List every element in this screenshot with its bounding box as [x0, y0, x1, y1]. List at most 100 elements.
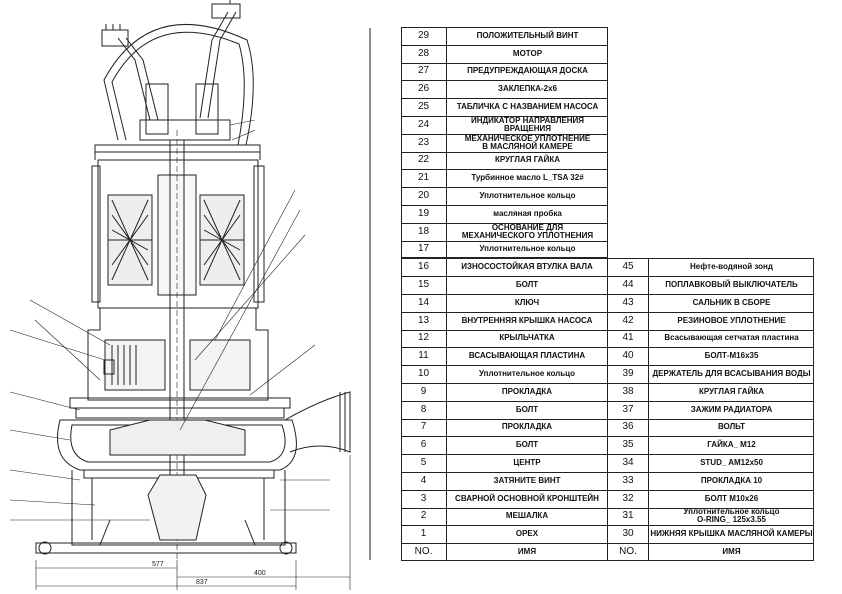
- part-name: БОЛТ-M16x35: [704, 351, 759, 361]
- part-name: ИМЯ: [722, 547, 741, 557]
- part-name: САЛЬНИК В СБОРЕ: [692, 297, 771, 307]
- part-number: 23: [401, 133, 447, 152]
- part-name: масляная пробка: [493, 208, 562, 218]
- part-name: STUD_ AM12x50: [700, 458, 763, 468]
- part-number: 2: [401, 507, 447, 526]
- part-name: КРУГЛАЯ ГАЙКА: [698, 386, 764, 396]
- dim-577: 577: [152, 561, 164, 568]
- table-row: 17 Уплотнительное кольцо: [401, 240, 608, 260]
- part-name: ОСНОВАНИЕ ДЛЯ МЕХАНИЧЕСКОГО УПЛОТНЕНИЯ: [461, 222, 594, 240]
- part-number: 25: [401, 98, 447, 116]
- leader-lines: [9, 119, 330, 521]
- table-row: 27 ПРЕДУПРЕЖДАЮЩАЯ ДОСКА: [401, 62, 608, 82]
- part-number: 21: [401, 169, 447, 188]
- part-name: ТАБЛИЧКА С НАЗВАНИЕМ НАСОСА: [456, 102, 599, 112]
- part-number: 17: [401, 240, 447, 259]
- table-row: 26 ЗАКЛЕПКА-2х6: [401, 80, 608, 100]
- base-bracket: [71, 470, 286, 546]
- part-name: ДЕРЖАТЕЛЬ ДЛЯ ВСАСЫВАНИЯ ВОДЫ: [652, 369, 811, 379]
- dimension-lines: [35, 455, 351, 590]
- part-number: 38: [608, 383, 649, 401]
- part-name: ПОПЛАВКОВЫЙ ВЫКЛЮЧАТЕЛЬ: [665, 280, 798, 290]
- part-name: БОЛТ: [447, 276, 608, 294]
- part-name: Турбинное масло L_TSA 32#: [471, 173, 584, 183]
- part-name: ВСАСЫВАЮЩАЯ ПЛАСТИНА: [447, 347, 608, 366]
- part-number: 40: [608, 347, 649, 366]
- part-name: ЗАКЛЕПКА-2х6: [497, 84, 558, 94]
- part-number: 37: [608, 400, 649, 419]
- part-number: 20: [401, 187, 447, 205]
- part-number: 22: [401, 151, 447, 170]
- motor-housing: [97, 159, 259, 309]
- part-name: ИЗНОСОСТОЙКАЯ ВТУЛКА ВАЛА: [447, 258, 608, 277]
- part-number: 41: [608, 329, 649, 348]
- cable-glands: [101, 0, 241, 121]
- part-name: КРЫЛЬЧАТКА: [447, 329, 608, 348]
- part-number: 19: [401, 205, 447, 223]
- part-name: БОЛТ M10x26: [704, 493, 759, 503]
- part-number: 14: [401, 294, 447, 312]
- part-name: Нефте-водяной зонд: [690, 262, 773, 272]
- part-number: 1: [401, 525, 447, 544]
- part-name: БОЛТ: [447, 436, 608, 455]
- part-number: 8: [401, 400, 447, 419]
- part-name: МОТОР: [512, 48, 543, 58]
- part-name: ВОЛЬТ: [717, 422, 746, 432]
- part-name: Уплотнительное кольцо: [447, 365, 608, 383]
- dim-837: 837: [196, 579, 208, 586]
- part-name: КЛЮЧ: [447, 294, 608, 312]
- part-number: 27: [401, 62, 447, 81]
- oil-chamber: [87, 308, 269, 401]
- part-name: Уплотнительное кольцо: [479, 244, 576, 254]
- part-number: 42: [608, 311, 649, 330]
- part-name: СВАРНОЙ ОСНОВНОЙ КРОНШТЕЙН: [447, 489, 608, 508]
- part-name: РЕЗИНОВОЕ УПЛОТНЕНИЕ: [677, 315, 786, 325]
- part-number: 6: [401, 436, 447, 455]
- part-name: МЕХАНИЧЕСКОЕ УПЛОТНЕНИЕ В МАСЛЯНОЙ КАМЕР…: [464, 133, 591, 151]
- table-row: 25 ТАБЛИЧКА С НАЗВАНИЕМ НАСОСА: [401, 98, 608, 117]
- part-number: 39: [608, 365, 649, 383]
- part-number: 45: [608, 258, 649, 277]
- part-number: 16: [401, 258, 447, 277]
- part-number: 26: [401, 80, 447, 99]
- part-number: 43: [608, 294, 649, 312]
- part-name: ИНДИКАТОР НАПРАВЛЕНИЯ ВРАЩЕНИЯ: [470, 116, 585, 133]
- part-name: ВНУТРЕННЯЯ КРЫШКА НАСОСА: [447, 311, 608, 330]
- part-name: МЕШАЛКА: [447, 507, 608, 526]
- table-row: 24 ИНДИКАТОР НАПРАВЛЕНИЯ ВРАЩЕНИЯ: [401, 116, 608, 135]
- part-name: ПРЕДУПРЕЖДАЮЩАЯ ДОСКА: [467, 66, 588, 76]
- dim-400: 400: [254, 570, 266, 577]
- part-name: ЗАЖИМ РАДИАТОРА: [690, 404, 773, 414]
- impeller: [109, 419, 246, 456]
- table-row: 23 МЕХАНИЧЕСКОЕ УПЛОТНЕНИЕ В МАСЛЯНОЙ КАМ…: [401, 133, 608, 153]
- pump-cross-section-drawing: 577 400 837: [0, 0, 380, 594]
- part-number: 36: [608, 418, 649, 437]
- part-number: 24: [401, 116, 447, 134]
- part-name: Всасывающая сетчатая пластина: [664, 333, 799, 343]
- part-name: БОЛТ: [447, 400, 608, 419]
- part-number: 35: [608, 436, 649, 455]
- part-number: 11: [401, 347, 447, 366]
- part-number: 28: [401, 44, 447, 63]
- part-number: 3: [401, 489, 447, 508]
- part-number: 15: [401, 276, 447, 294]
- lifting-handle: [103, 23, 254, 146]
- stator-windings: [107, 194, 245, 286]
- table-row: 19 масляная пробка: [401, 205, 608, 224]
- discharge-outlet: [284, 391, 351, 453]
